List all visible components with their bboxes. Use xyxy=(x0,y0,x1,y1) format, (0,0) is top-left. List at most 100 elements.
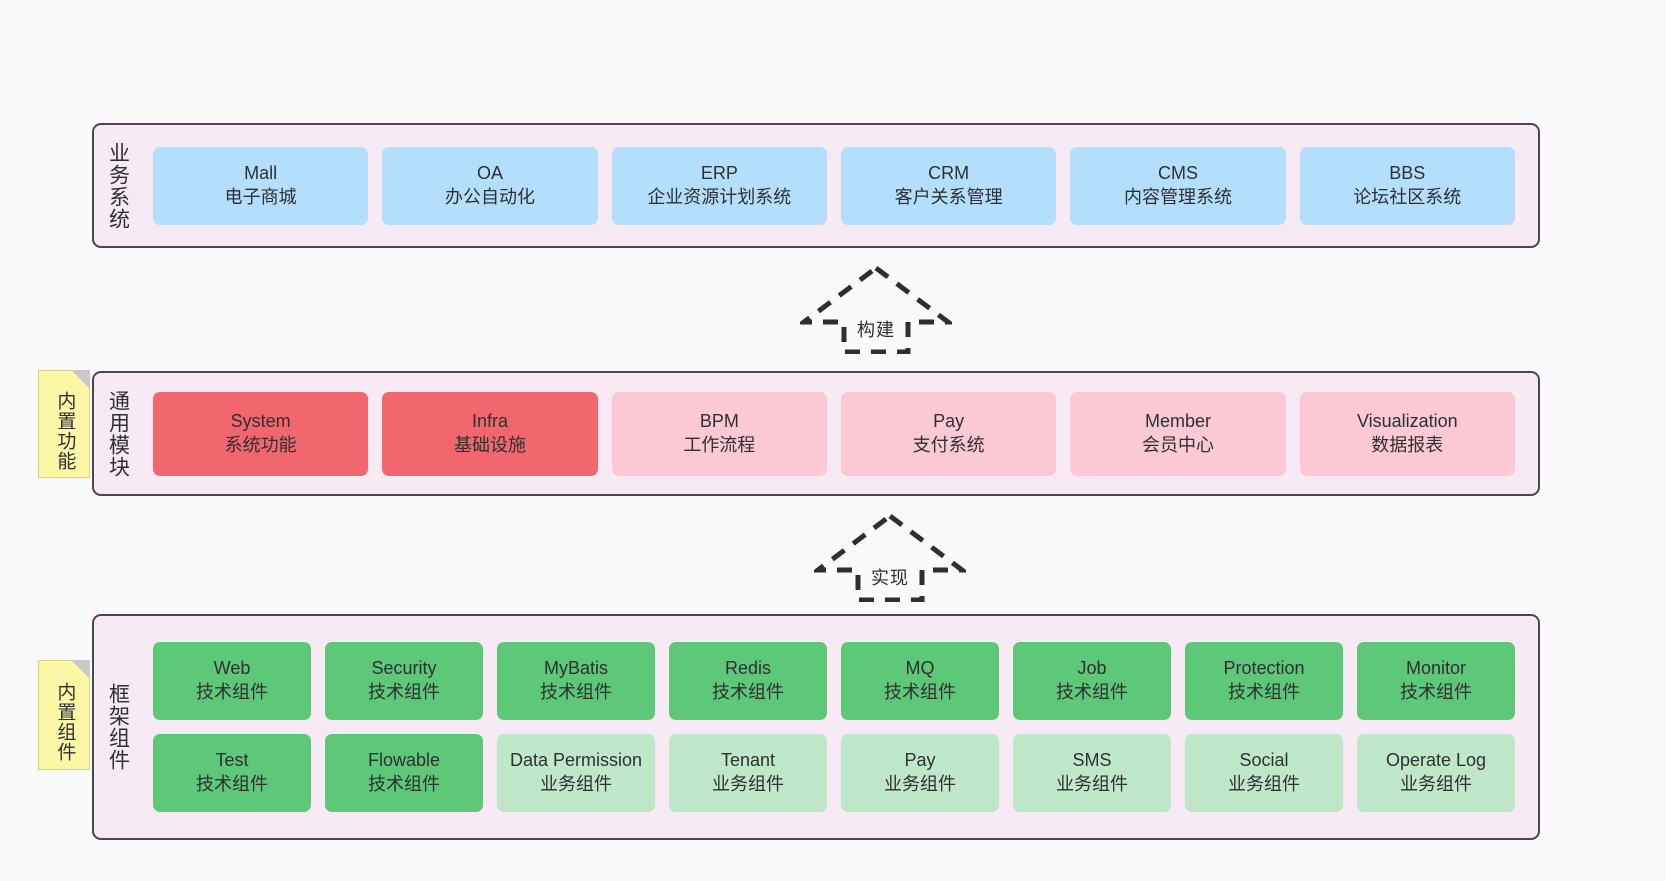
card-desc: 业务组件 xyxy=(1400,774,1472,794)
arrow-implement: 实现 xyxy=(810,512,970,603)
arrow-implement-label: 实现 xyxy=(871,568,909,588)
card-name: ERP xyxy=(700,162,738,183)
card-desc: 技术组件 xyxy=(196,774,268,794)
component-card-web[interactable]: Web 技术组件 xyxy=(153,642,311,720)
arrow-build-label: 构建 xyxy=(857,320,895,340)
layer-title-framework-components: 框架组件 xyxy=(106,683,130,771)
layer-body-business-systems: Mall 电子商城 OA 办公自动化 ERP 企业资源计划系统 CRM 客户关系… xyxy=(140,125,1538,246)
layer-title-business-systems: 业务系统 xyxy=(106,141,130,230)
note-builtin-features: 内置功能 xyxy=(38,370,90,478)
module-card-bpm[interactable]: BPM 工作流程 xyxy=(611,391,827,476)
layer-framework-components: 框架组件 Web 技术组件 Security 技术组件 MyBatis 技术组件… xyxy=(92,614,1540,840)
module-card-infra[interactable]: Infra 基础设施 xyxy=(382,391,598,476)
business-card-bbs[interactable]: BBS 论坛社区系统 xyxy=(1299,146,1515,225)
card-name: Job xyxy=(1077,658,1107,679)
card-desc: 技术组件 xyxy=(368,682,440,702)
arrow-build-icon xyxy=(796,264,956,355)
business-card-crm[interactable]: CRM 客户关系管理 xyxy=(840,146,1057,225)
layer-common-modules: 通用模块 System 系统功能 Infra 基础设施 BPM 工作流程 Pay… xyxy=(92,371,1540,496)
card-desc: 技术组件 xyxy=(368,774,440,794)
component-card-mybatis[interactable]: MyBatis 技术组件 xyxy=(497,642,655,720)
card-name: CMS xyxy=(1157,162,1198,183)
module-card-pay[interactable]: Pay 支付系统 xyxy=(840,391,1057,476)
card-desc: 业务组件 xyxy=(1056,774,1128,794)
card-desc: 客户关系管理 xyxy=(894,186,1003,207)
card-desc: 工作流程 xyxy=(683,434,756,455)
card-name: System xyxy=(230,410,291,431)
card-desc: 业务组件 xyxy=(1228,774,1300,794)
card-desc: 基础设施 xyxy=(453,434,526,455)
card-desc: 技术组件 xyxy=(1400,682,1472,702)
card-name: Flowable xyxy=(367,750,441,771)
business-card-cms[interactable]: CMS 内容管理系统 xyxy=(1070,146,1286,225)
component-card-security[interactable]: Security 技术组件 xyxy=(325,642,483,720)
card-desc: 技术组件 xyxy=(884,682,956,702)
note-builtin-components: 内置组件 xyxy=(38,660,90,770)
note-builtin-features-label: 内置功能 xyxy=(54,391,76,471)
component-card-monitor[interactable]: Monitor 技术组件 xyxy=(1357,642,1515,720)
component-card-sms[interactable]: SMS 业务组件 xyxy=(1013,734,1171,812)
card-name: Redis xyxy=(724,658,772,679)
component-card-operate-log[interactable]: Operate Log 业务组件 xyxy=(1357,734,1515,812)
card-name: Member xyxy=(1144,410,1211,431)
card-name: Operate Log xyxy=(1385,750,1487,771)
arrow-implement-icon xyxy=(810,512,970,603)
card-name: Data Permission xyxy=(509,750,643,771)
card-desc: 技术组件 xyxy=(1228,682,1300,702)
card-desc: 业务组件 xyxy=(884,774,956,794)
component-card-pay[interactable]: Pay 业务组件 xyxy=(841,734,999,812)
component-card-redis[interactable]: Redis 技术组件 xyxy=(669,642,827,720)
component-card-protection[interactable]: Protection 技术组件 xyxy=(1185,642,1343,720)
card-name: MyBatis xyxy=(543,658,608,679)
card-name: BBS xyxy=(1389,162,1426,183)
business-card-erp[interactable]: ERP 企业资源计划系统 xyxy=(611,146,827,225)
component-card-social[interactable]: Social 业务组件 xyxy=(1185,734,1343,812)
framework-tech-row: Web 技术组件 Security 技术组件 MyBatis 技术组件 Redi… xyxy=(146,642,1522,720)
framework-business-row: Test 技术组件 Flowable 技术组件 Data Permission … xyxy=(146,734,1522,812)
card-desc: 技术组件 xyxy=(1056,682,1128,702)
card-name: Tenant xyxy=(720,750,776,771)
component-card-test[interactable]: Test 技术组件 xyxy=(153,734,311,812)
card-desc: 企业资源计划系统 xyxy=(647,186,792,207)
card-desc: 论坛社区系统 xyxy=(1353,186,1462,207)
card-name: Security xyxy=(371,658,437,679)
card-desc: 系统功能 xyxy=(224,434,297,455)
card-desc: 业务组件 xyxy=(712,774,784,794)
component-card-mq[interactable]: MQ 技术组件 xyxy=(841,642,999,720)
card-desc: 技术组件 xyxy=(540,682,612,702)
business-card-mall[interactable]: Mall 电子商城 xyxy=(153,146,369,225)
component-card-data-permission[interactable]: Data Permission 业务组件 xyxy=(497,734,655,812)
component-card-job[interactable]: Job 技术组件 xyxy=(1013,642,1171,720)
card-desc: 会员中心 xyxy=(1141,434,1214,455)
business-cards-row: Mall 电子商城 OA 办公自动化 ERP 企业资源计划系统 CRM 客户关系… xyxy=(146,146,1522,225)
card-name: CRM xyxy=(928,162,970,183)
module-card-visualization[interactable]: Visualization 数据报表 xyxy=(1299,391,1515,476)
business-card-oa[interactable]: OA 办公自动化 xyxy=(382,146,598,225)
card-desc: 办公自动化 xyxy=(444,186,535,207)
card-name: Infra xyxy=(471,410,508,431)
module-card-member[interactable]: Member 会员中心 xyxy=(1070,391,1286,476)
layer-business-systems: 业务系统 Mall 电子商城 OA 办公自动化 ERP 企业资源计划系统 CRM… xyxy=(92,123,1540,248)
card-name: Mall xyxy=(244,162,278,183)
card-name: Web xyxy=(213,658,251,679)
component-card-flowable[interactable]: Flowable 技术组件 xyxy=(325,734,483,812)
card-name: Test xyxy=(215,750,249,771)
arrow-build: 构建 xyxy=(796,264,956,355)
card-name: Protection xyxy=(1223,658,1305,679)
card-name: Pay xyxy=(904,750,936,771)
layer-body-framework-components: Web 技术组件 Security 技术组件 MyBatis 技术组件 Redi… xyxy=(140,616,1538,838)
card-desc: 支付系统 xyxy=(912,434,985,455)
module-card-system[interactable]: System 系统功能 xyxy=(153,391,369,476)
layer-title-common-modules: 通用模块 xyxy=(106,389,130,478)
card-name: SMS xyxy=(1072,750,1112,771)
card-desc: 业务组件 xyxy=(540,774,612,794)
card-name: BPM xyxy=(699,410,739,431)
layer-body-common-modules: System 系统功能 Infra 基础设施 BPM 工作流程 Pay 支付系统… xyxy=(140,373,1538,494)
component-card-tenant[interactable]: Tenant 业务组件 xyxy=(669,734,827,812)
card-name: Pay xyxy=(933,410,965,431)
card-name: MQ xyxy=(905,658,935,679)
card-desc: 内容管理系统 xyxy=(1123,186,1232,207)
card-name: Visualization xyxy=(1356,410,1458,431)
common-modules-row: System 系统功能 Infra 基础设施 BPM 工作流程 Pay 支付系统… xyxy=(146,391,1522,476)
